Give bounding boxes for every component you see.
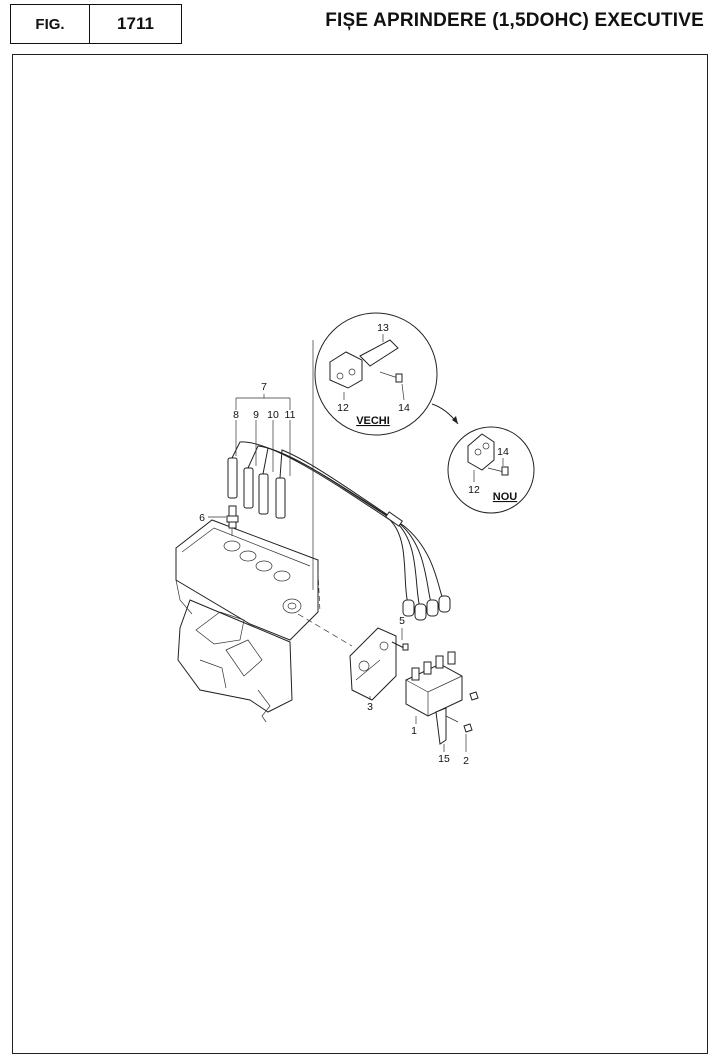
callout-3: 3 (367, 701, 373, 713)
fig-number: 1711 (117, 14, 154, 33)
callout-8: 8 (233, 409, 239, 421)
callout-15: 15 (438, 753, 450, 765)
spark-plug (226, 505, 239, 536)
callout-12-new: 12 (468, 484, 480, 496)
callout-2: 2 (463, 755, 469, 767)
diagram-frame (12, 54, 708, 1054)
callout-10: 10 (267, 409, 279, 421)
coil-bracket (349, 627, 397, 701)
callout-9: 9 (253, 409, 259, 421)
callout-6: 6 (199, 512, 205, 524)
callout-7: 7 (261, 381, 267, 393)
engine-block (175, 519, 353, 723)
callout-5: 5 (399, 615, 405, 627)
figure-number-box: FIG. 1711 (10, 4, 182, 44)
nut-2 (463, 723, 473, 733)
page-title: FIȘE APRINDERE (1,5DOHC) EXECUTIVE (325, 10, 704, 31)
callout-12-old: 12 (337, 402, 349, 414)
nut-upper (469, 691, 479, 701)
callout-11: 11 (285, 409, 296, 421)
callout-13: 13 (377, 322, 389, 334)
detail-old (314, 312, 438, 436)
ignition-wires (231, 441, 451, 621)
fig-label: FIG. (11, 5, 90, 43)
detail-new (447, 426, 535, 514)
callout-leaders (208, 394, 467, 752)
callout-1: 1 (411, 725, 417, 737)
detail-old-tag: VECHI (356, 415, 390, 427)
suppressor-bracket (435, 707, 459, 745)
detail-new-tag: NOU (493, 491, 518, 503)
callout-14-old: 14 (398, 402, 410, 414)
bolt-5 (391, 641, 409, 651)
spark-plug-boots (227, 457, 286, 519)
ignition-coil (405, 651, 463, 717)
callout-14-new: 14 (497, 446, 509, 458)
